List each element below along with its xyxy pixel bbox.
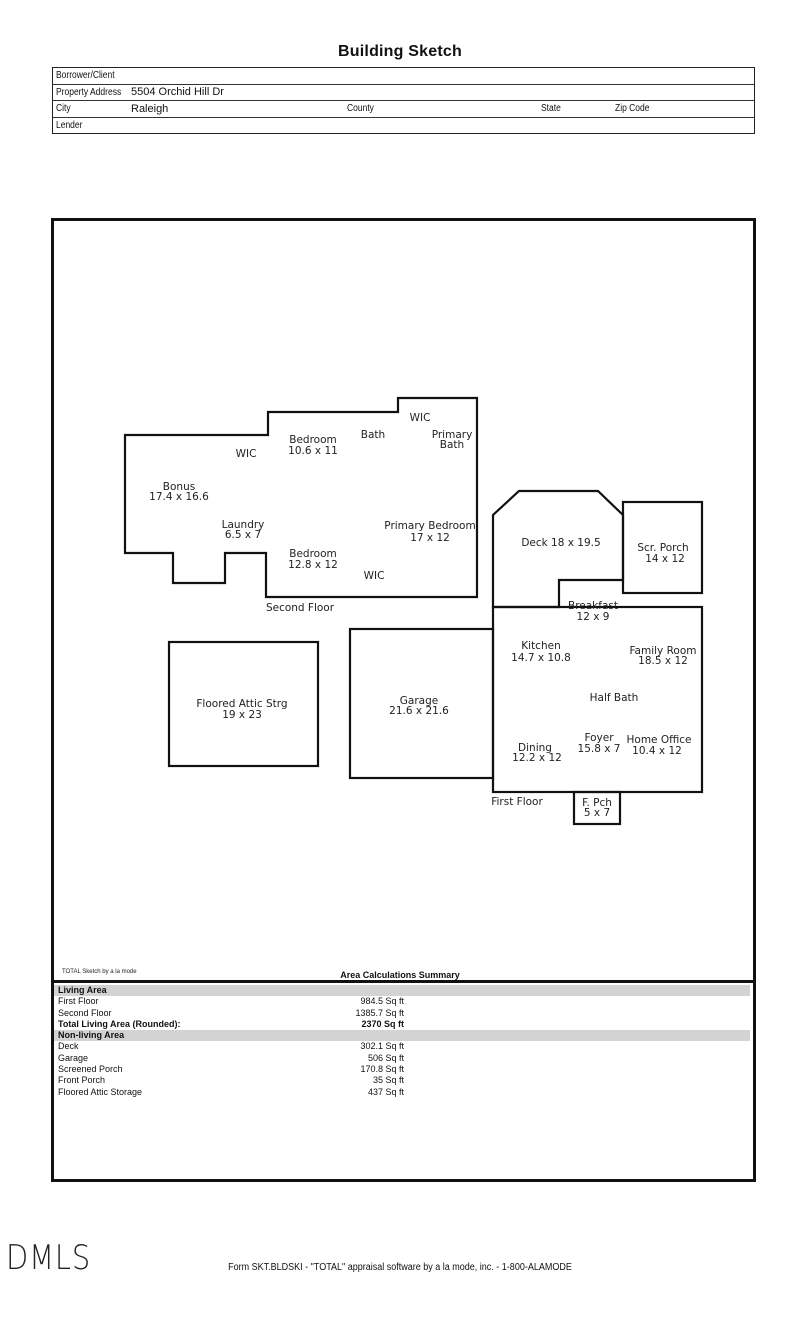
room-dim: 12.8 x 12 <box>288 559 338 571</box>
room-label: Primary <box>432 429 473 441</box>
room-label: Laundry <box>222 519 265 531</box>
address-row: Property Address 5504 Orchid Hill Dr <box>53 85 754 101</box>
front-porch-outline <box>572 790 622 826</box>
room-label: Bedroom <box>289 548 337 560</box>
room-label: Bedroom <box>289 434 337 446</box>
borrower-row: Borrower/Client <box>53 68 754 85</box>
screened-porch-label: Scr. Porch <box>637 542 688 554</box>
nonliving-area-header: Non-living Area <box>54 1030 750 1042</box>
lender-row: Lender <box>53 118 754 134</box>
header-table: Borrower/Client Property Address 5504 Or… <box>52 67 755 134</box>
first-floor-label: First Floor <box>491 796 543 808</box>
screened-porch-dim: 14 x 12 <box>645 553 685 565</box>
sketch-frame <box>51 218 756 1182</box>
sketch-credit: TOTAL Sketch by a la mode <box>62 969 137 975</box>
room-dim: 18.5 x 12 <box>638 655 688 667</box>
page-title: Building Sketch <box>338 43 462 60</box>
room-dim: 17 x 12 <box>410 532 450 544</box>
room-dim: 10.4 x 12 <box>632 745 682 757</box>
garage-outline <box>348 627 495 780</box>
room-dim: 14.7 x 10.8 <box>511 652 571 664</box>
second-floor-outline <box>123 396 479 599</box>
second-floor-label: Second Floor <box>266 602 335 614</box>
address-value: 5504 Orchid Hill Dr <box>131 85 224 98</box>
room-label: Bath <box>361 429 385 441</box>
garage-dim: 21.6 x 21.6 <box>389 705 449 717</box>
room-dim: 6.5 x 7 <box>225 529 261 541</box>
room-label: Kitchen <box>521 640 560 652</box>
county-label: County <box>347 103 374 114</box>
deck-outline <box>491 489 625 609</box>
room-dim: 15.8 x 7 <box>578 743 621 755</box>
front-porch-dim: 5 x 7 <box>584 807 610 819</box>
room-label: Primary Bedroom <box>384 520 475 532</box>
summary-title: Area Calculations Summary <box>340 970 460 980</box>
living-area-header: Living Area <box>54 985 750 997</box>
room-label: Half Bath <box>590 692 639 704</box>
room-label: Bonus <box>163 481 195 493</box>
room-label: Dining <box>518 742 552 754</box>
city-value: Raleigh <box>131 103 169 115</box>
room-label: WIC <box>410 412 431 424</box>
dmls-logo: DMLS <box>6 1238 92 1278</box>
room-label: Breakfast <box>568 600 618 612</box>
state-label: State <box>541 103 561 114</box>
front-porch-label: F. Pch <box>582 797 612 809</box>
room-dim: 17.4 x 16.6 <box>149 491 209 503</box>
form-footer: Form SKT.BLDSKI - "TOTAL" appraisal soft… <box>228 1262 572 1273</box>
room-label: WIC <box>236 448 257 460</box>
garage-label: Garage <box>400 695 438 707</box>
screened-porch-outline <box>621 500 704 595</box>
summary-divider <box>51 980 756 983</box>
room-dim: 10.6 x 11 <box>288 445 338 457</box>
room-dim: 12.2 x 12 <box>512 752 562 764</box>
room-label: Home Office <box>627 734 692 746</box>
room-label: Bath <box>440 439 464 451</box>
room-label: WIC <box>364 570 385 582</box>
room-label: Foyer <box>584 732 614 744</box>
deck-label: Deck 18 x 19.5 <box>521 537 600 549</box>
city-label: City <box>56 103 71 114</box>
total-living-row: Total Living Area (Rounded):2370 Sq ft <box>58 1018 404 1029</box>
zip-label: Zip Code <box>615 103 650 114</box>
attic-outline <box>167 640 320 768</box>
lender-label: Lender <box>56 119 83 131</box>
borrower-label: Borrower/Client <box>56 70 115 81</box>
room-dim: 12 x 9 <box>577 611 610 623</box>
city-row: City Raleigh County State Zip Code <box>53 101 754 118</box>
address-label: Property Address <box>56 86 122 98</box>
room-label: Family Room <box>629 645 696 657</box>
attic-label: Floored Attic Strg <box>196 698 287 710</box>
attic-dim: 19 x 23 <box>222 709 262 721</box>
